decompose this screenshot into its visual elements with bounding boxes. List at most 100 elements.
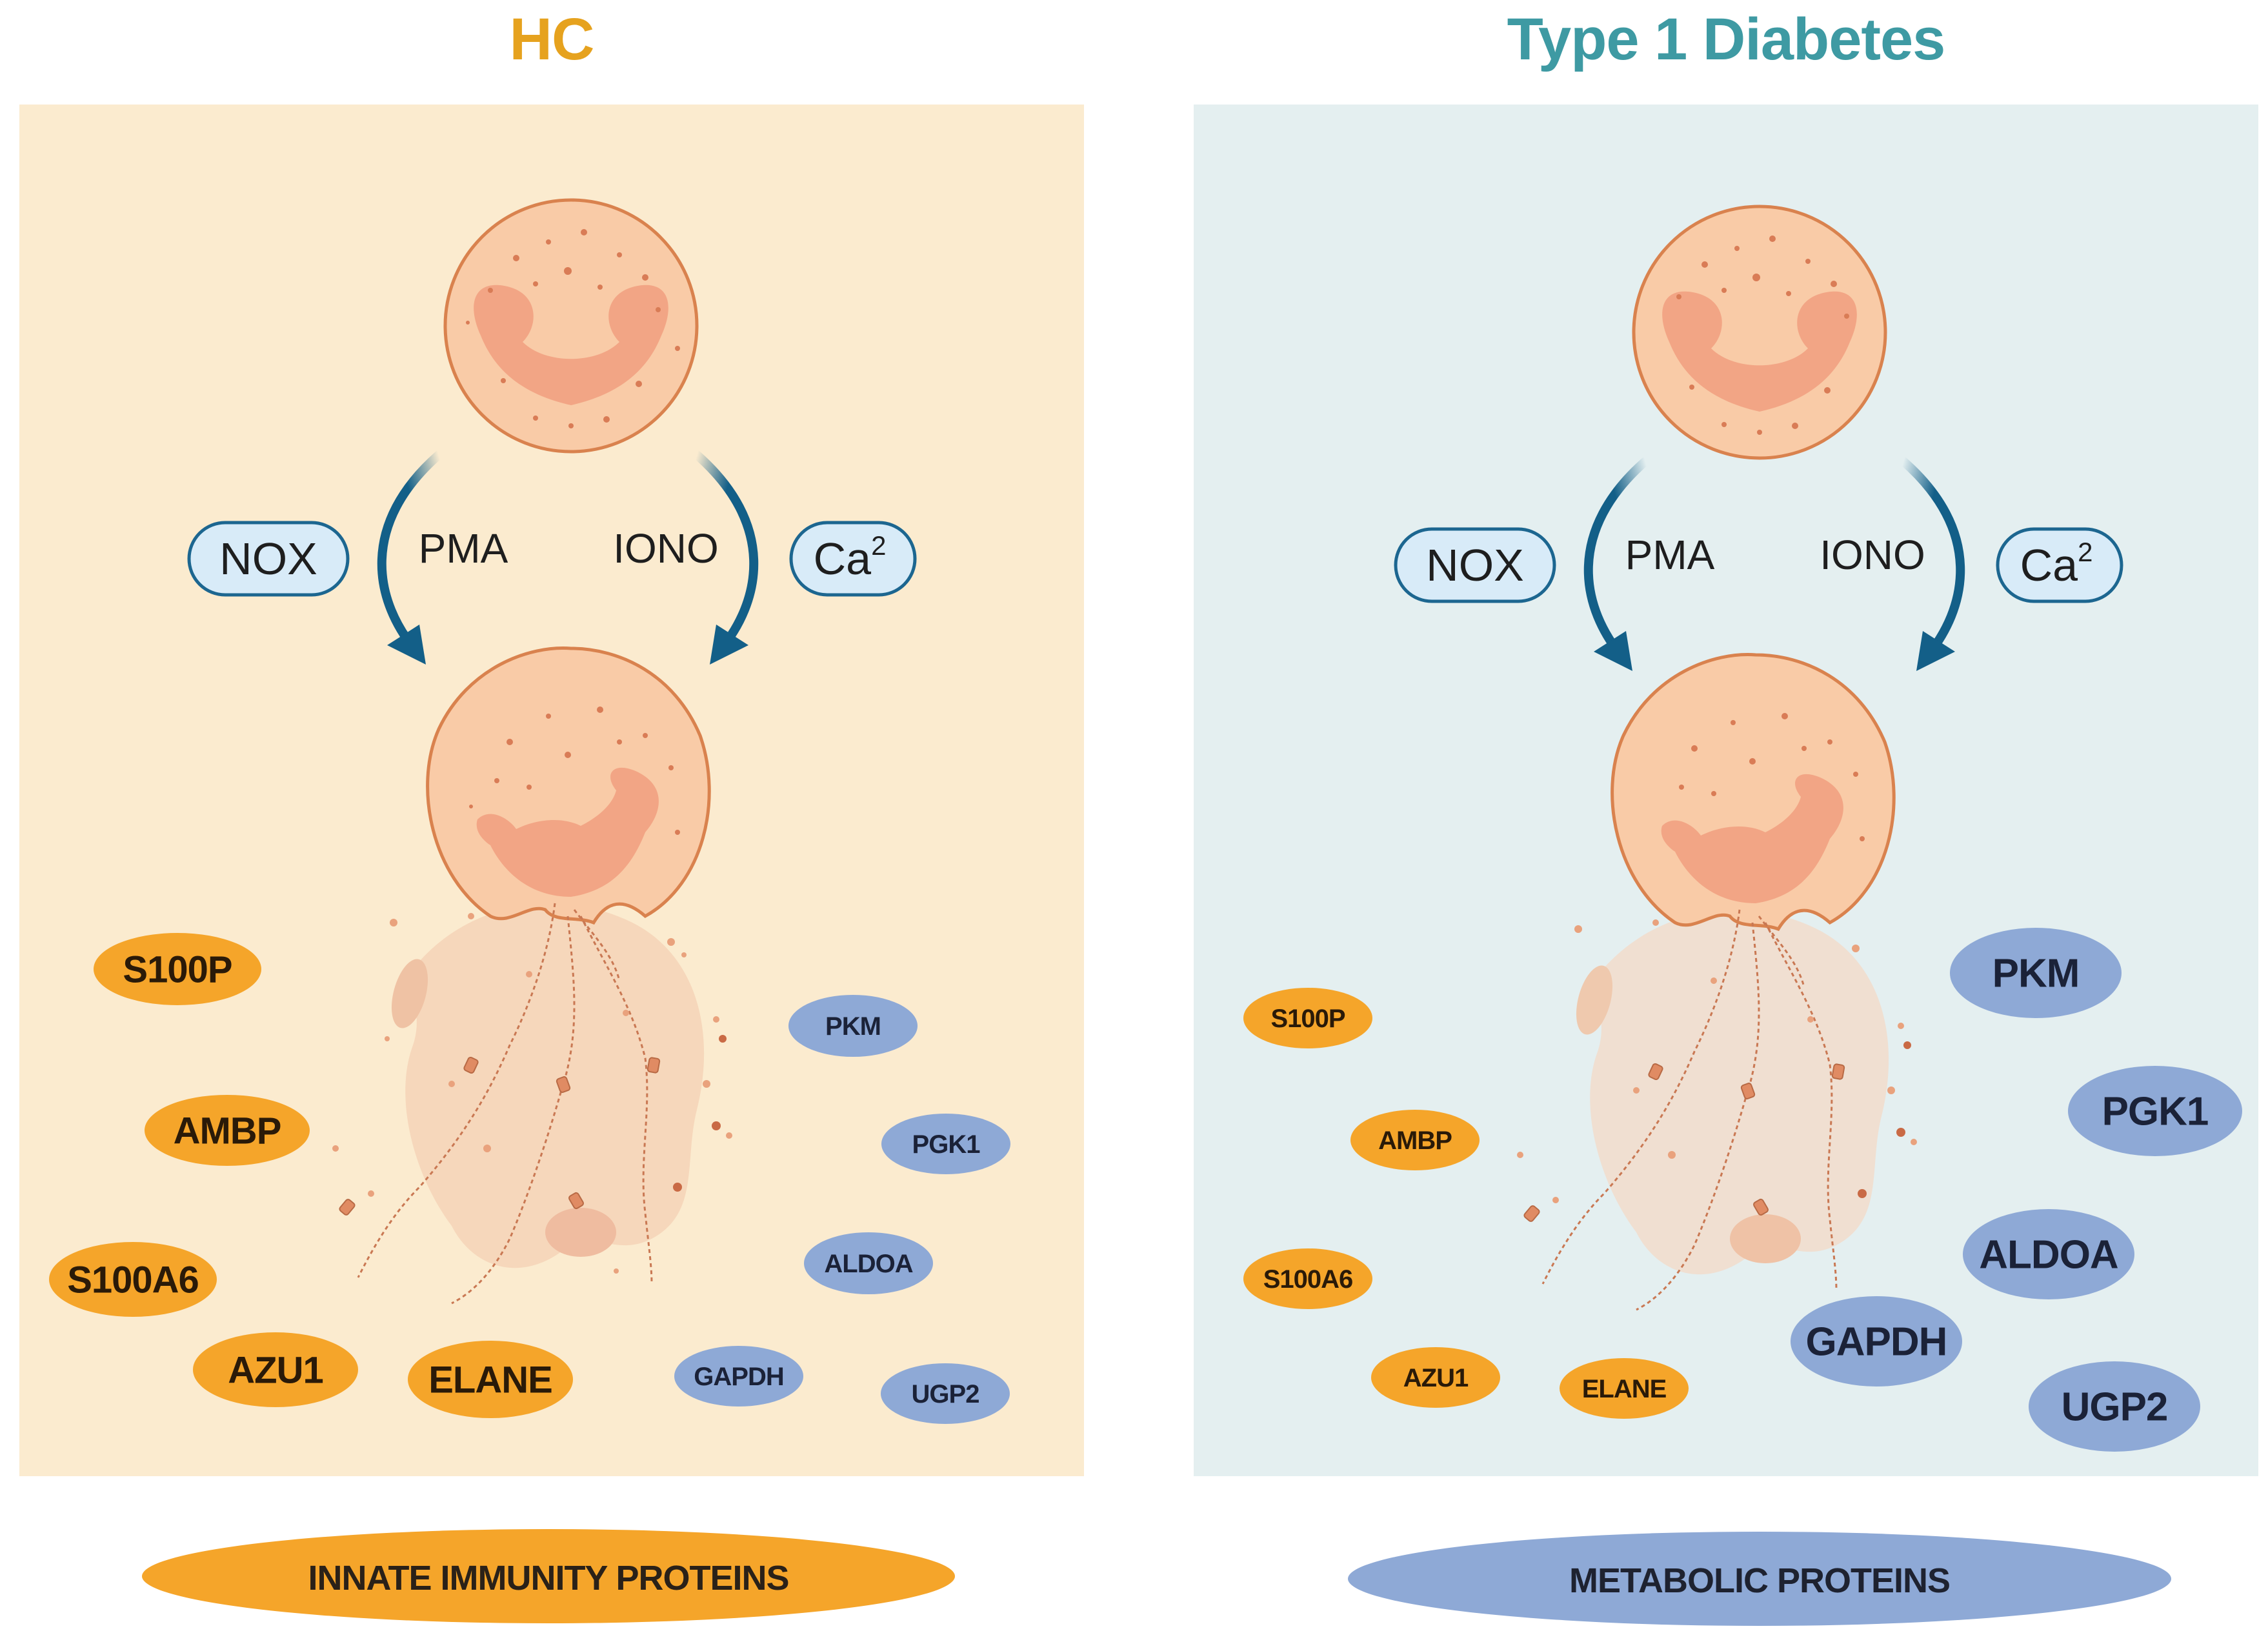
resting-neutrophil (443, 198, 699, 454)
protein-label: AMBP (1378, 1126, 1452, 1155)
resting-neutrophil (1632, 205, 1887, 460)
pma-arrow-icon (377, 450, 443, 659)
protein-pgk1: PGK1 (881, 1114, 1010, 1174)
pma-arrowhead-icon (387, 625, 426, 665)
pma-arrow-icon (1583, 457, 1650, 666)
protein-ellipse (49, 1242, 217, 1317)
protein-ellipse (1950, 928, 2122, 1018)
protein-ellipse (881, 1114, 1010, 1174)
protein-ambp: AMBP (1350, 1110, 1480, 1170)
debris-blob (1730, 1214, 1801, 1263)
calcium-base: Ca (2020, 540, 2078, 590)
protein-pkm: PKM (1950, 928, 2122, 1018)
protein-ellipse (145, 1095, 310, 1166)
calcium-superscript: 2 (2078, 537, 2092, 567)
protein-label: ELANE (1582, 1375, 1667, 1403)
t1d-title: Type 1 Diabetes (1507, 6, 1946, 72)
protein-ugp2: UGP2 (2029, 1361, 2200, 1452)
protein-label: UGP2 (912, 1380, 979, 1408)
protein-azu1: AZU1 (193, 1332, 358, 1407)
protein-aldoa: ALDOA (804, 1232, 933, 1294)
protein-label: ALDOA (824, 1250, 912, 1278)
protein-ellipse (408, 1341, 573, 1418)
hc-title: HC (509, 6, 595, 72)
protein-ugp2: UGP2 (881, 1363, 1010, 1424)
web-cloud (1590, 910, 1889, 1275)
protein-ellipse (1791, 1296, 1962, 1387)
protein-ellipse (94, 933, 261, 1005)
stimulus-arrows (1583, 457, 1965, 671)
pma-label: PMA (419, 525, 508, 572)
protein-pkm: PKM (788, 995, 918, 1057)
protein-label: S100P (123, 948, 232, 990)
iono-arrow-icon (1899, 457, 1965, 666)
protein-ellipse (2029, 1361, 2200, 1452)
protein-label: GAPDH (1806, 1320, 1947, 1365)
debris-fragment (1576, 965, 1613, 1035)
protein-label: AZU1 (1403, 1364, 1469, 1392)
protein-label: AMBP (174, 1110, 281, 1152)
protein-ellipse (1963, 1209, 2134, 1299)
protein-label: UGP2 (2062, 1385, 2168, 1430)
protein-label: S100A6 (1263, 1265, 1353, 1294)
protein-ellipse (1560, 1358, 1689, 1419)
protein-label: PKM (825, 1012, 881, 1041)
protein-gapdh: GAPDH (674, 1346, 803, 1407)
calcium-base: Ca (814, 534, 872, 584)
t1d-footer-label: METABOLIC PROTEINS (1569, 1561, 1950, 1600)
protein-aldoa: ALDOA (1963, 1209, 2134, 1299)
iono-label: IONO (1820, 532, 1925, 578)
iono-arrowhead-icon (710, 625, 748, 665)
protein-label: S100A6 (67, 1259, 199, 1301)
protein-ellipse (674, 1346, 803, 1407)
protein-ellipse (1243, 988, 1372, 1048)
protein-s100p: S100P (94, 933, 261, 1005)
stimulus-arrows (377, 450, 759, 665)
protein-s100a6: S100A6 (49, 1242, 217, 1317)
hc-footer-label: INNATE IMMUNITY PROTEINS (308, 1559, 788, 1597)
nox-label: NOX (1426, 540, 1524, 590)
iono-label: IONO (613, 525, 719, 572)
nox-pill: NOX (187, 521, 350, 597)
t1d-diagram: PMA IONO NOX Ca2 (1243, 205, 2242, 1626)
protein-ellipse (2068, 1066, 2242, 1156)
calcium-pill: Ca2 (1996, 527, 2123, 603)
protein-label: PGK1 (2102, 1090, 2209, 1134)
calcium-superscript: 2 (871, 530, 886, 561)
protein-label: PKM (1992, 952, 2080, 996)
hc-diagram: PMA IONO NOX Ca2 (49, 198, 1010, 1623)
nox-label: NOX (219, 534, 317, 584)
calcium-label: Ca2 (814, 530, 887, 584)
iono-arrow-icon (692, 450, 759, 659)
nox-pill: NOX (1394, 527, 1556, 603)
protein-azu1: AZU1 (1371, 1347, 1500, 1408)
protein-ellipse (788, 995, 918, 1057)
protein-ellipse (193, 1332, 358, 1407)
protein-label: ALDOA (1979, 1233, 2118, 1277)
protein-elane: ELANE (1560, 1358, 1689, 1419)
protein-s100p: S100P (1243, 988, 1372, 1048)
netosis-cell (332, 646, 732, 1305)
protein-ellipse (1243, 1248, 1372, 1309)
protein-ambp: AMBP (145, 1095, 310, 1166)
iono-arrowhead-icon (1916, 631, 1955, 671)
protein-s100a6: S100A6 (1243, 1248, 1372, 1309)
protein-ellipse (804, 1232, 933, 1294)
web-cloud (405, 903, 705, 1268)
protein-label: S100P (1270, 1005, 1345, 1033)
pma-arrowhead-icon (1594, 631, 1632, 671)
protein-label: GAPDH (694, 1363, 783, 1391)
protein-elane: ELANE (408, 1341, 573, 1418)
calcium-pill: Ca2 (789, 521, 917, 597)
protein-ellipse (881, 1363, 1010, 1424)
protein-gapdh: GAPDH (1791, 1296, 1962, 1387)
debris-fragment (391, 959, 428, 1028)
calcium-label: Ca2 (2020, 537, 2093, 590)
protein-ellipse (1350, 1110, 1480, 1170)
pma-label: PMA (1625, 532, 1715, 578)
t1d-footer-ellipse (1348, 1532, 2171, 1626)
